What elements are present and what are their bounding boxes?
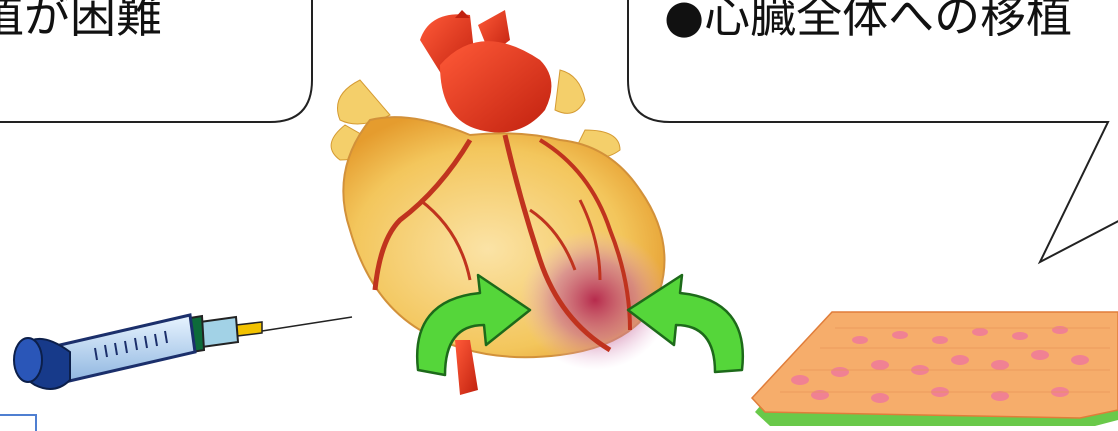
left-callout-text: 植が困難 bbox=[0, 0, 162, 39]
heart-illustration bbox=[331, 10, 670, 395]
corner-box bbox=[0, 415, 36, 431]
cell-sheet-illustration bbox=[752, 312, 1118, 426]
syringe-icon bbox=[14, 315, 352, 389]
right-callout-text: ●心臓全体への移植 bbox=[664, 0, 1072, 39]
